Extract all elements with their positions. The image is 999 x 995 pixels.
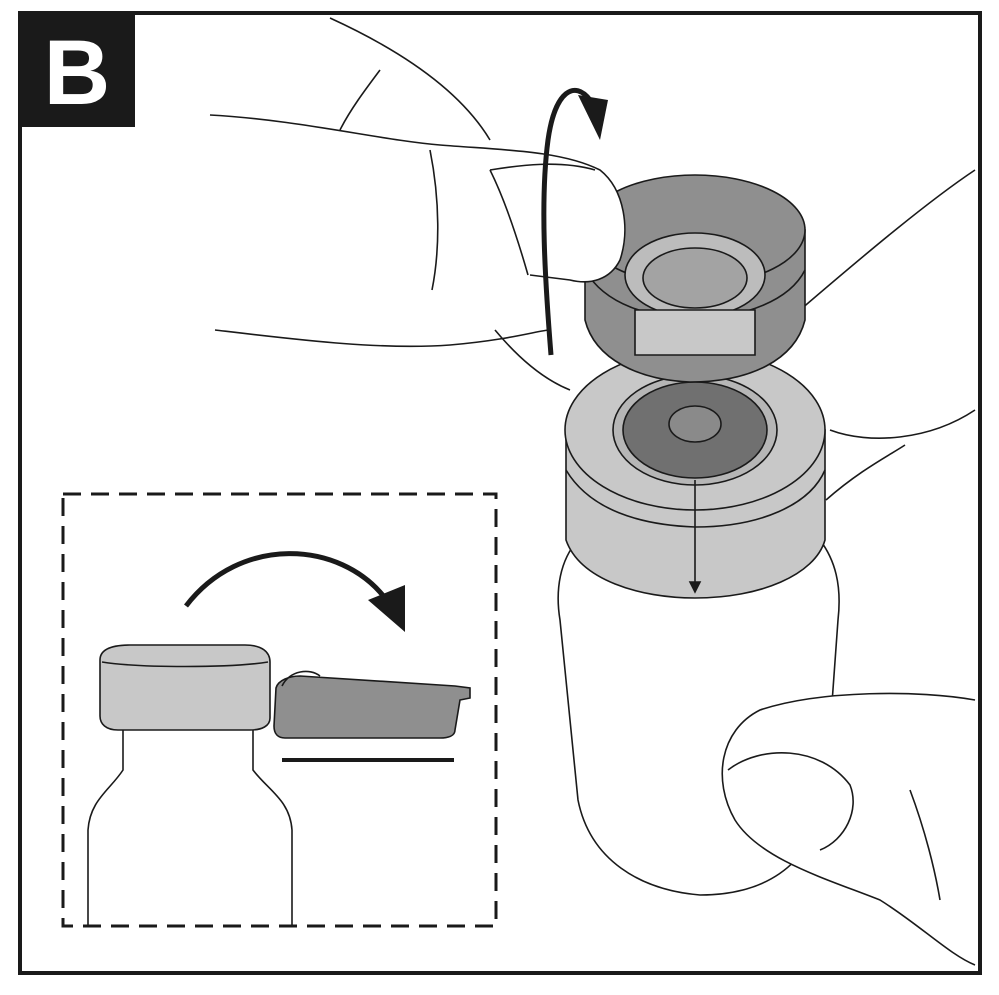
holding-hand-back	[799, 169, 976, 311]
flip-arrow	[184, 551, 387, 608]
inset-flip-cap	[273, 670, 471, 739]
inset-vial	[87, 725, 293, 926]
step-label-badge: B	[20, 13, 135, 127]
inset-cap	[99, 644, 271, 731]
curved-arrow-icon	[578, 95, 608, 140]
main-illustration	[209, 17, 976, 966]
bottom-thumb	[721, 692, 976, 966]
stopper-center	[668, 405, 722, 443]
vial-cap-base	[564, 349, 826, 599]
step-label: B	[44, 22, 110, 124]
lifting-hand	[209, 17, 626, 391]
holding-hand-palm	[829, 409, 976, 439]
inset-illustration	[61, 492, 498, 928]
flip-cap	[584, 174, 806, 383]
curved-arrow-icon	[368, 585, 405, 632]
rotation-arrow	[541, 87, 592, 356]
